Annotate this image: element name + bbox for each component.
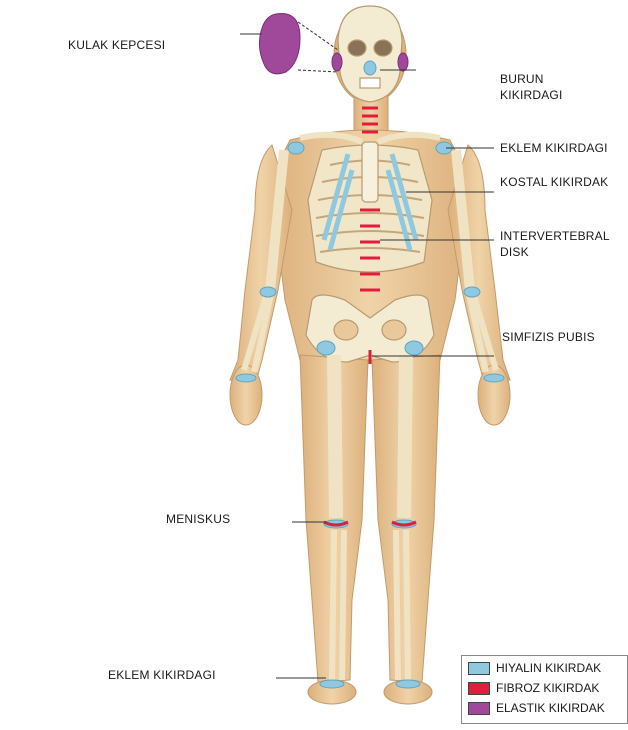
- legend-item-fibrous: FIBROZ KIKIRDAK: [468, 680, 599, 696]
- legend-label: HIYALIN KIKIRDAK: [496, 661, 601, 675]
- sternum: [362, 142, 378, 202]
- label-intervertebral-line2: DISK: [500, 245, 529, 260]
- legend-item-elastic: ELASTIK KIKIRDAK: [468, 700, 605, 716]
- label-ear-cartilage: KULAK KEPCESI: [68, 38, 165, 53]
- label-nose-line1: BURUN: [500, 72, 544, 87]
- label-joint-cartilage-upper: EKLEM KIKIRDAGI: [500, 141, 608, 156]
- label-nose-line2: KIKIRDAGI: [500, 88, 562, 103]
- femur-l: [334, 355, 336, 518]
- legend-label: FIBROZ KIKIRDAK: [496, 681, 599, 695]
- ear-inset: [259, 14, 300, 74]
- femur-r: [404, 355, 406, 518]
- fibrous-swatch: [468, 682, 490, 695]
- label-joint-cartilage-lower: EKLEM KIKIRDAGI: [108, 668, 216, 683]
- legend-item-hyaline: HIYALIN KIKIRDAK: [468, 660, 601, 676]
- label-meniscus: MENISKUS: [166, 512, 230, 527]
- legend-label: ELASTIK KIKIRDAK: [496, 701, 605, 715]
- hyaline-swatch: [468, 662, 490, 675]
- label-intervertebral-line1: INTERVERTEBRAL: [500, 229, 610, 244]
- label-symphysis-pubis: SIMFIZIS PUBIS: [502, 330, 595, 345]
- label-costal-cartilage: KOSTAL KIKIRDAK: [500, 175, 608, 190]
- legend: HIYALIN KIKIRDAK FIBROZ KIKIRDAK ELASTIK…: [461, 655, 628, 724]
- elastic-swatch: [468, 702, 490, 715]
